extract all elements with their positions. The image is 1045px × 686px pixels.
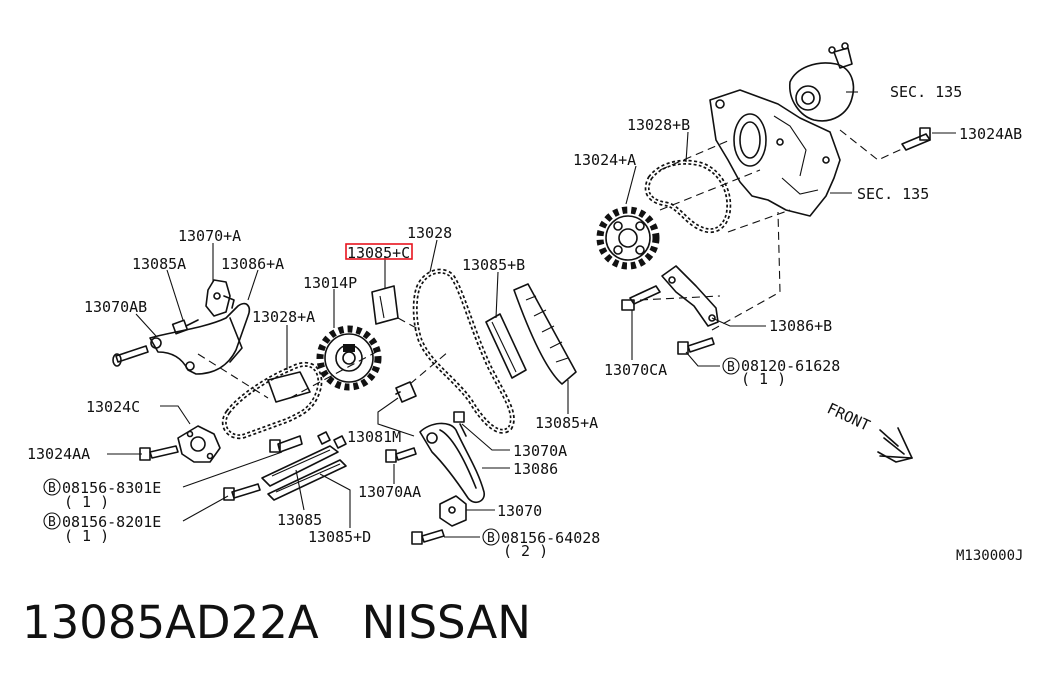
bolt-marker-letter: B [487,531,495,546]
label-13085-a: 13085+A [535,414,598,432]
highlighted-part-13085c[interactable]: 13085+C [345,243,413,262]
alignment-line [659,169,761,211]
alignment-line [197,353,269,399]
bolt-08156-8301e [269,435,303,453]
callout-08156-8301e: B 08156-8301E ( 1 ) [43,478,161,511]
bolt-08156-8201e [223,483,261,501]
bolt-13085a [171,319,199,335]
label-08156-8301e-qty: ( 1 ) [64,493,109,511]
chain-guide-small [267,371,311,403]
label-13070ab: 13070AB [84,298,147,316]
chain-slipper-13085a [513,283,577,385]
timing-chain-13028b [644,159,732,234]
bolt-marker-icon [722,357,740,375]
timing-chain-13028 [412,268,515,434]
callout-08120-61628: B 08120-61628 ( 1 ) [722,357,840,388]
label-08156-64028-qty: ( 2 ) [503,542,548,560]
label-08120-61628: 08120-61628 [741,357,840,375]
bolt-08156-64028 [411,529,445,545]
tensioner-arm-13086a [149,302,251,375]
tensioner-arm-13086 [419,422,485,504]
label-13086-a: 13086+A [221,255,284,273]
bolt-13024ab [901,127,931,151]
label-08156-8301e: 08156-8301E [62,479,161,497]
alignment-line [409,351,449,385]
alignment-line [639,295,721,301]
timing-chain-13028a [221,361,323,440]
chain-guide-13085b [485,313,527,379]
label-08156-8201e-qty: ( 1 ) [64,527,109,545]
alignment-line [397,317,421,331]
label-13024aa: 13024AA [27,445,90,463]
brand-name: NISSAN [361,596,531,649]
highlight-box [345,243,413,260]
bolt-marker-icon [43,512,61,530]
leader-lines [107,91,956,538]
label-08156-64028: 08156-64028 [501,529,600,547]
tensioner-13086b [661,265,719,327]
label-13081m: 13081M [347,428,401,446]
diagram-code: M130000J [956,548,1023,564]
label-13024c: 13024C [86,398,140,416]
label-13086: 13086 [513,460,558,478]
bolt-marker-letter: B [48,481,56,496]
bolt-marker-icon [482,528,500,546]
sprocket-13024a [596,206,660,270]
label-sec135-mid: SEC. 135 [857,185,929,203]
label-13086-b: 13086+B [769,317,832,335]
bolt-marker-letter: B [727,360,735,375]
label-13070a: 13070A [513,442,567,460]
alignment-line [711,211,781,331]
vacuum-pump-sec135 [789,42,855,122]
bolt-marker-letter: B [48,515,56,530]
bolt-marker-icon [43,478,61,496]
label-13070aa: 13070AA [358,483,421,501]
timing-cover-housing [709,89,841,217]
alignment-line [289,349,381,399]
bolt-13070a [453,411,467,437]
label-13024ab: 13024AB [959,125,1022,143]
label-13028-a: 13028+A [252,308,315,326]
label-13070-a: 13070+A [178,227,241,245]
label-13085a: 13085A [132,255,186,273]
label-sec135-top: SEC. 135 [890,83,962,101]
label-08156-8201e: 08156-8201E [62,513,161,531]
part-number: 13085AD22A [22,596,319,649]
label-13024-a: 13024+A [573,151,636,169]
front-arrow-icon [877,427,913,463]
sprocket-13014p [316,325,382,391]
bolt-13070ca [621,285,661,311]
label-08120-61628-qty: ( 1 ) [741,370,786,388]
chain-guide-pad-13085c [371,285,399,325]
label-13085-b: 13085+B [462,256,525,274]
callout-08156-8201e: B 08156-8201E ( 1 ) [43,512,161,545]
bolt-08120-61628 [677,337,715,355]
bolt-13070ab [112,345,149,367]
label-13028: 13028 [407,224,452,242]
label-13070ca: 13070CA [604,361,667,379]
part-caption: 13085AD22A NISSAN [22,596,531,649]
label-13085: 13085 [277,511,322,529]
label-13070: 13070 [497,502,542,520]
label-front: FRONT [824,399,873,434]
label-13085-c: 13085+C [347,244,410,262]
bolt-13070aa [385,447,417,463]
chain-guide-13024c [177,425,221,463]
callout-08156-64028: B 08156-64028 ( 2 ) [482,528,600,560]
bolt-13024aa [139,445,179,461]
label-13028-b: 13028+B [627,116,690,134]
label-13085-d: 13085+D [308,528,371,546]
alignment-line [727,209,791,233]
chain-guide-13085 [261,431,347,501]
chain-tensioner-13081m [395,381,417,403]
label-13014p: 13014P [303,274,357,292]
alignment-line [839,129,905,161]
chain-tensioner-13070 [439,495,467,527]
chain-tensioner-13070a-upper [205,279,235,317]
